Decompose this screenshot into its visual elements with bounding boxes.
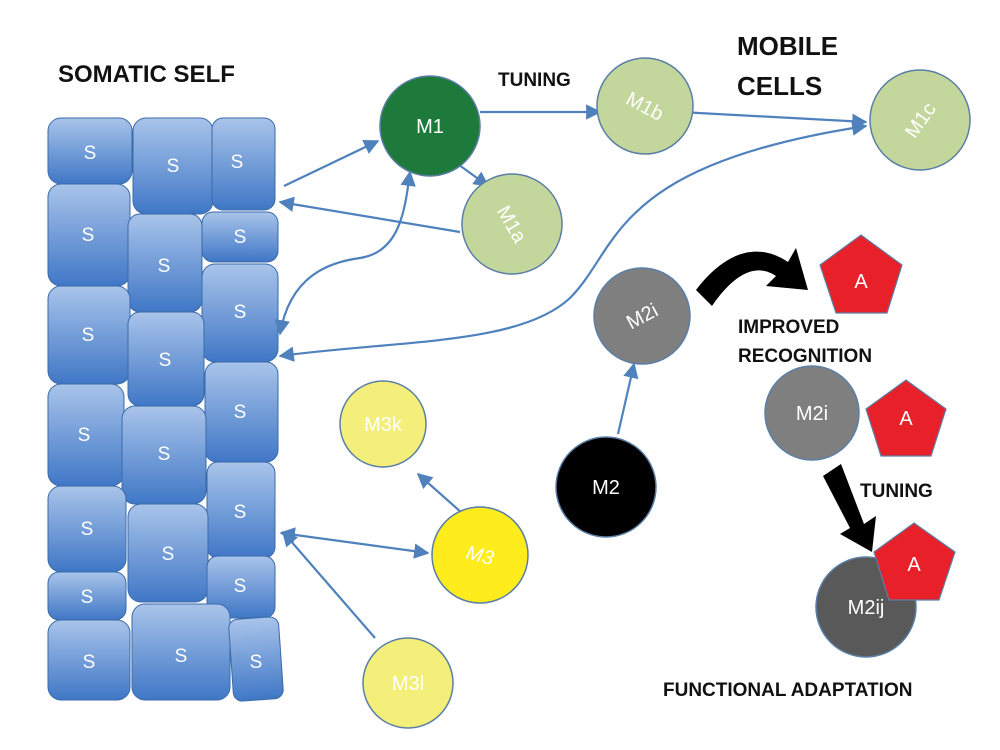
somatic-cell: S (127, 503, 209, 603)
connector-arrows (274, 104, 868, 639)
improved-recognition-line2: RECOGNITION (738, 346, 872, 367)
somatic-cell-label: S (250, 652, 263, 673)
thick-arrow-tuning-down (823, 464, 876, 552)
cell-m1-label: M1 (416, 116, 444, 138)
cell-m3: M3 (431, 506, 529, 604)
somatic-cell-label: S (234, 502, 247, 523)
antigen-bound: A (865, 379, 947, 457)
arrow-m3l-to-somatic (281, 530, 376, 639)
somatic-cell: S (47, 285, 131, 385)
somatic-cell-label: S (158, 444, 171, 465)
somatic-cell: S (47, 571, 127, 621)
somatic-cell: S (201, 263, 279, 363)
cell-m1b: M1b (596, 57, 694, 155)
somatic-cell-label: S (81, 587, 94, 608)
cell-m1a: M1a (461, 173, 563, 275)
somatic-self-heading: SOMATIC SELF (58, 61, 235, 88)
somatic-cell-label: S (82, 225, 95, 246)
improved-recognition-line1: IMPROVED (738, 317, 839, 338)
cell-m1c: M1c (869, 69, 971, 171)
cell-m2-label: M2 (592, 477, 620, 499)
tuning-label-top: TUNING (498, 70, 571, 91)
somatic-cell: S (228, 616, 284, 702)
antigen-tuned: A (873, 522, 956, 601)
cell-m2i: M2i (593, 267, 691, 365)
somatic-cell: S (121, 405, 207, 505)
arrow-m2-to-m2i (616, 362, 639, 435)
somatic-cell-label: S (234, 227, 247, 248)
cell-m1: M1 (379, 75, 481, 177)
arrow-m1a-to-somatic (278, 196, 461, 234)
somatic-cell: S (204, 361, 279, 463)
somatic-cell: S (47, 485, 127, 573)
curved-arrow-somatic-m1 (274, 170, 416, 336)
cell-m2ij-label: M2ij (848, 597, 885, 619)
somatic-cell: S (206, 555, 276, 619)
somatic-cell-label: S (81, 519, 94, 540)
somatic-cell: S (131, 603, 231, 701)
curved-arrow-somatic-m1c (278, 120, 868, 362)
somatic-cell: S (201, 211, 279, 263)
somatic-cell: S (132, 117, 214, 215)
somatic-cell: S (47, 383, 125, 487)
somatic-cell: S (47, 619, 131, 701)
cell-m2i-bound-label: M2i (796, 403, 828, 425)
somatic-cell-label: S (82, 325, 95, 346)
somatic-cell: S (47, 183, 131, 287)
somatic-cell: S (127, 213, 203, 313)
somatic-cell: S (206, 461, 276, 559)
cell-m3k: M3k (339, 380, 427, 468)
somatic-cell-label: S (167, 156, 180, 177)
cell-m2i-bound: M2i (764, 365, 860, 461)
somatic-cell-label: S (231, 152, 244, 173)
arrow-somatic-to-m1 (283, 140, 380, 187)
somatic-cell-label: S (78, 425, 91, 446)
mobile-cells-heading-line2: CELLS (737, 71, 822, 101)
arrow-m1b-to-m1c (679, 110, 868, 129)
antigen-free: A (819, 234, 903, 314)
arrow-m3-to-m3k (416, 472, 463, 514)
antigen-bound-label: A (899, 408, 913, 430)
mobile-cells-heading-line1: MOBILE (737, 31, 838, 61)
cell-m3l-label: M3l (392, 673, 424, 695)
somatic-cell-label: S (162, 544, 175, 565)
somatic-cell-label: S (159, 350, 172, 371)
somatic-cell-label: S (175, 646, 188, 667)
arrow-somatic-m3 (279, 527, 430, 559)
somatic-cell: S (47, 117, 133, 185)
antigen-free-label: A (854, 271, 868, 293)
somatic-cell-label: S (158, 256, 171, 277)
somatic-cell-label: S (234, 302, 247, 323)
somatic-cell-label: S (234, 576, 247, 597)
cell-m3k-label: M3k (364, 414, 403, 436)
somatic-tissue: S S S S S S S S S S S S S S S S S S S S (47, 117, 284, 702)
functional-adaptation-heading: FUNCTIONAL ADAPTATION (663, 680, 912, 701)
somatic-cell-label: S (84, 143, 97, 164)
tuning-label-right: TUNING (860, 481, 933, 502)
somatic-cell: S (211, 117, 276, 211)
cell-m2: M2 (555, 436, 657, 538)
cell-m3l: M3l (362, 637, 454, 729)
antigen-tuned-label: A (907, 554, 921, 576)
somatic-cell: S (127, 311, 205, 407)
somatic-cell-label: S (83, 652, 96, 673)
curved-thick-arrow-m2i-to-antigen (696, 248, 808, 306)
somatic-cell-label: S (234, 402, 247, 423)
